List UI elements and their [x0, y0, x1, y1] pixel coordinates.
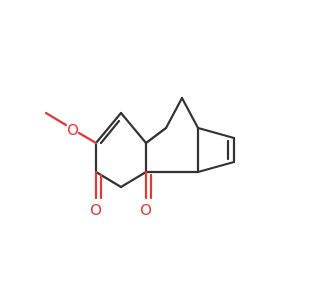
bond-ring-bottom-left [94, 170, 123, 189]
bond-alkene-to-bottom [196, 160, 236, 174]
atom-o-methoxy: O [67, 121, 79, 139]
bond-bridgehead-top-right [196, 126, 236, 140]
bond-ring-enone-double [99, 119, 121, 145]
atom-o-ketone-right: O [140, 201, 152, 219]
atom-o-ketone-left: O [90, 201, 102, 219]
bond-o-methyl [44, 111, 68, 127]
carbon-skeleton [44, 96, 236, 200]
bond-c-o-methoxy [77, 131, 98, 145]
bond-ring-bottom-right [119, 170, 148, 189]
bond-fusion-top-right [144, 126, 168, 145]
chemical-structure: O O O [44, 96, 236, 219]
bond-bridge-right [180, 96, 200, 130]
bond-ring-enone [94, 111, 123, 145]
bond-ring-top [119, 111, 148, 145]
bond-bridge-left [164, 96, 184, 130]
